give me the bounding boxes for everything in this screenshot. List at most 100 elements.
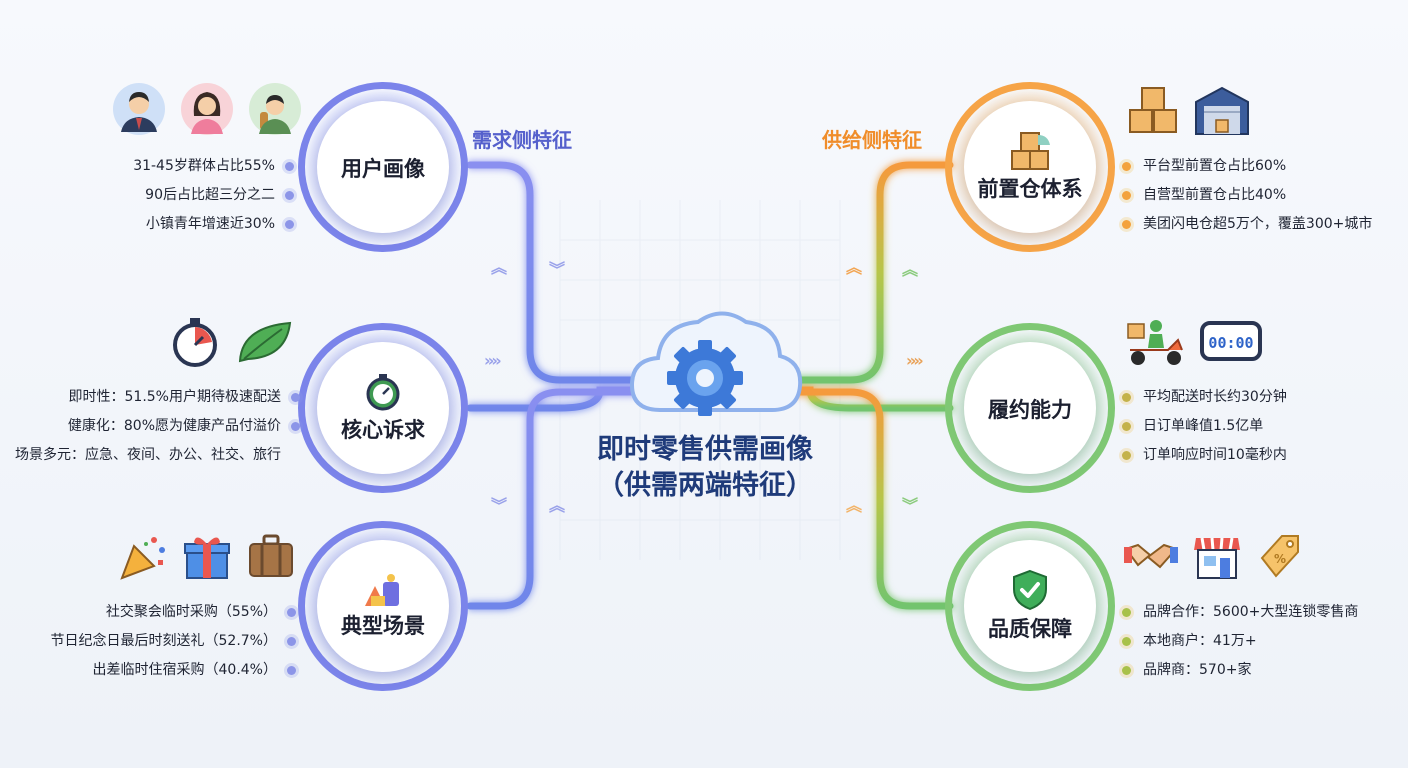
left-connectors — [466, 161, 644, 610]
bullet-text: 31-45岁群体占比55% — [133, 158, 275, 174]
node-title: 典型场景 — [341, 614, 425, 638]
businessman-avatar-icon — [113, 83, 165, 135]
user-avatars — [112, 82, 302, 136]
warehouse-icon — [1195, 86, 1249, 135]
warehouse-bullets: 平台型前置仓占比60% 自营型前置仓占比40% 美团闪电仓超5万个，覆盖300+… — [1122, 152, 1372, 239]
bullet-dot — [1122, 608, 1131, 617]
bullet-text: 日订单峰值1.5亿单 — [1143, 418, 1264, 434]
warehouse-icons — [1126, 84, 1250, 136]
digital-clock-icon: 00:00 — [1200, 321, 1262, 361]
shield-check-icon — [1013, 569, 1047, 611]
bullet-text: 场景多元：应急、夜间、办公、社交、旅行 — [15, 447, 281, 463]
bullet-dot — [291, 393, 300, 402]
chevron-right-icon: »» — [906, 351, 924, 370]
party-popper-icon — [120, 537, 165, 580]
list-item: 社交聚会临时采购（55%） — [51, 598, 296, 627]
bullet-text: 社交聚会临时采购（55%） — [105, 604, 277, 620]
node-quality[interactable]: 品质保障 — [945, 521, 1115, 691]
center-title: 即时零售供需画像 （供需两端特征） — [560, 432, 850, 504]
bullet-text: 美团闪电仓超5万个，覆盖300+城市 — [1143, 216, 1373, 232]
clock-display-text: 00:00 — [1208, 334, 1253, 352]
list-item: 场景多元：应急、夜间、办公、社交、旅行 — [15, 441, 300, 470]
bullet-dot — [285, 191, 294, 200]
bullet-text: 自营型前置仓占比40% — [1143, 187, 1287, 203]
bullet-dot — [1122, 422, 1131, 431]
bullet-dot — [1122, 162, 1131, 171]
list-item: 日订单峰值1.5亿单 — [1122, 412, 1287, 441]
boxes-icon — [1129, 87, 1177, 133]
list-item: 健康化：80%愿为健康产品付溢价 — [15, 412, 300, 441]
fulfillment-icons: 00:00 — [1124, 314, 1262, 368]
list-item: 31-45岁群体占比55% — [133, 152, 294, 181]
list-item: 本地商户：41万+ — [1122, 627, 1358, 656]
leaf-icon — [238, 321, 292, 363]
stopwatch-icon — [173, 318, 217, 367]
bullet-text: 品牌合作：5600+大型连锁零售商 — [1143, 604, 1359, 620]
bullet-text: 品牌商：570+家 — [1143, 662, 1252, 678]
core-needs-icons — [170, 316, 296, 368]
core-needs-bullets: 即时性：51.5%用户期待极速配送 健康化：80%愿为健康产品付溢价 场景多元：… — [15, 383, 300, 470]
cloud-gear-icon — [629, 311, 803, 416]
bullet-dot — [1122, 191, 1131, 200]
handshake-icon — [1124, 543, 1178, 569]
list-item: 节日纪念日最后时刻送礼（52.7%） — [51, 627, 296, 656]
node-typical-scenes[interactable]: 典型场景 — [298, 521, 468, 691]
storefront-icon — [1194, 537, 1240, 579]
list-item: 平台型前置仓占比60% — [1122, 152, 1372, 181]
list-item: 平均配送时长约30分钟 — [1122, 383, 1287, 412]
chevron-up-icon: ︽ — [549, 496, 565, 515]
bullet-text: 订单响应时间10毫秒内 — [1143, 447, 1287, 463]
bullet-dot — [285, 220, 294, 229]
quality-icons: % — [1124, 532, 1302, 582]
node-fulfillment[interactable]: 履约能力 — [945, 323, 1115, 493]
bullet-text: 即时性：51.5%用户期待极速配送 — [68, 389, 281, 405]
bullet-text: 出差临时住宿采购（40.4%） — [92, 662, 277, 678]
list-item: 小镇青年增速近30% — [133, 210, 294, 239]
chevron-right-icon: »» — [484, 351, 502, 370]
list-item: 订单响应时间10毫秒内 — [1122, 441, 1287, 470]
chevron-up-icon: ︽ — [902, 260, 918, 279]
node-title: 核心诉求 — [341, 418, 425, 442]
node-user-profile[interactable]: 用户画像 — [298, 82, 468, 252]
bullet-text: 90后占比超三分之二 — [145, 187, 275, 203]
traveler-avatar-icon — [249, 83, 301, 135]
delivery-scooter-icon — [1127, 320, 1183, 365]
bullet-dot — [291, 422, 300, 431]
supply-side-title: 供给侧特征 — [822, 128, 922, 152]
chevron-down-icon: ︾ — [491, 496, 507, 515]
typical-scenes-bullets: 社交聚会临时采购（55%） 节日纪念日最后时刻送礼（52.7%） 出差临时住宿采… — [51, 598, 296, 685]
list-item: 90后占比超三分之二 — [133, 181, 294, 210]
woman-avatar-icon — [181, 83, 233, 135]
svg-text:%: % — [1274, 552, 1286, 566]
node-title: 品质保障 — [988, 617, 1072, 641]
boxes-icon — [1011, 132, 1050, 170]
fulfillment-bullets: 平均配送时长约30分钟 日订单峰值1.5亿单 订单响应时间10毫秒内 — [1122, 383, 1287, 470]
node-title: 用户画像 — [341, 157, 425, 181]
suitcase-icon — [249, 534, 293, 577]
node-core-needs[interactable]: 核心诉求 — [298, 323, 468, 493]
chevron-down-icon: ︾ — [549, 260, 565, 279]
bullet-dot — [285, 162, 294, 171]
list-item: 品牌合作：5600+大型连锁零售商 — [1122, 598, 1358, 627]
chevron-up-icon: ︽ — [846, 258, 862, 277]
bullet-dot — [1122, 451, 1131, 460]
list-item: 即时性：51.5%用户期待极速配送 — [15, 383, 300, 412]
demand-side-title: 需求侧特征 — [472, 128, 572, 152]
list-item: 出差临时住宿采购（40.4%） — [51, 656, 296, 685]
stopwatch-icon — [366, 374, 400, 411]
chevron-up-icon: ︽ — [491, 258, 507, 277]
user-profile-bullets: 31-45岁群体占比55% 90后占比超三分之二 小镇青年增速近30% — [133, 152, 294, 239]
node-title: 履约能力 — [988, 398, 1072, 422]
bullet-dot — [1122, 637, 1131, 646]
bullet-dot — [1122, 220, 1131, 229]
list-item: 美团闪电仓超5万个，覆盖300+城市 — [1122, 210, 1372, 239]
gift-icon — [184, 537, 230, 579]
bullet-dot — [1122, 393, 1131, 402]
chevron-up-icon: ︽ — [846, 496, 862, 515]
center-title-line2: （供需两端特征） — [597, 470, 813, 501]
bullet-text: 平均配送时长约30分钟 — [1143, 389, 1287, 405]
node-warehouse[interactable]: 前置仓体系 — [945, 82, 1115, 252]
quality-bullets: 品牌合作：5600+大型连锁零售商 本地商户：41万+ 品牌商：570+家 — [1122, 598, 1358, 685]
bullet-dot — [287, 666, 296, 675]
